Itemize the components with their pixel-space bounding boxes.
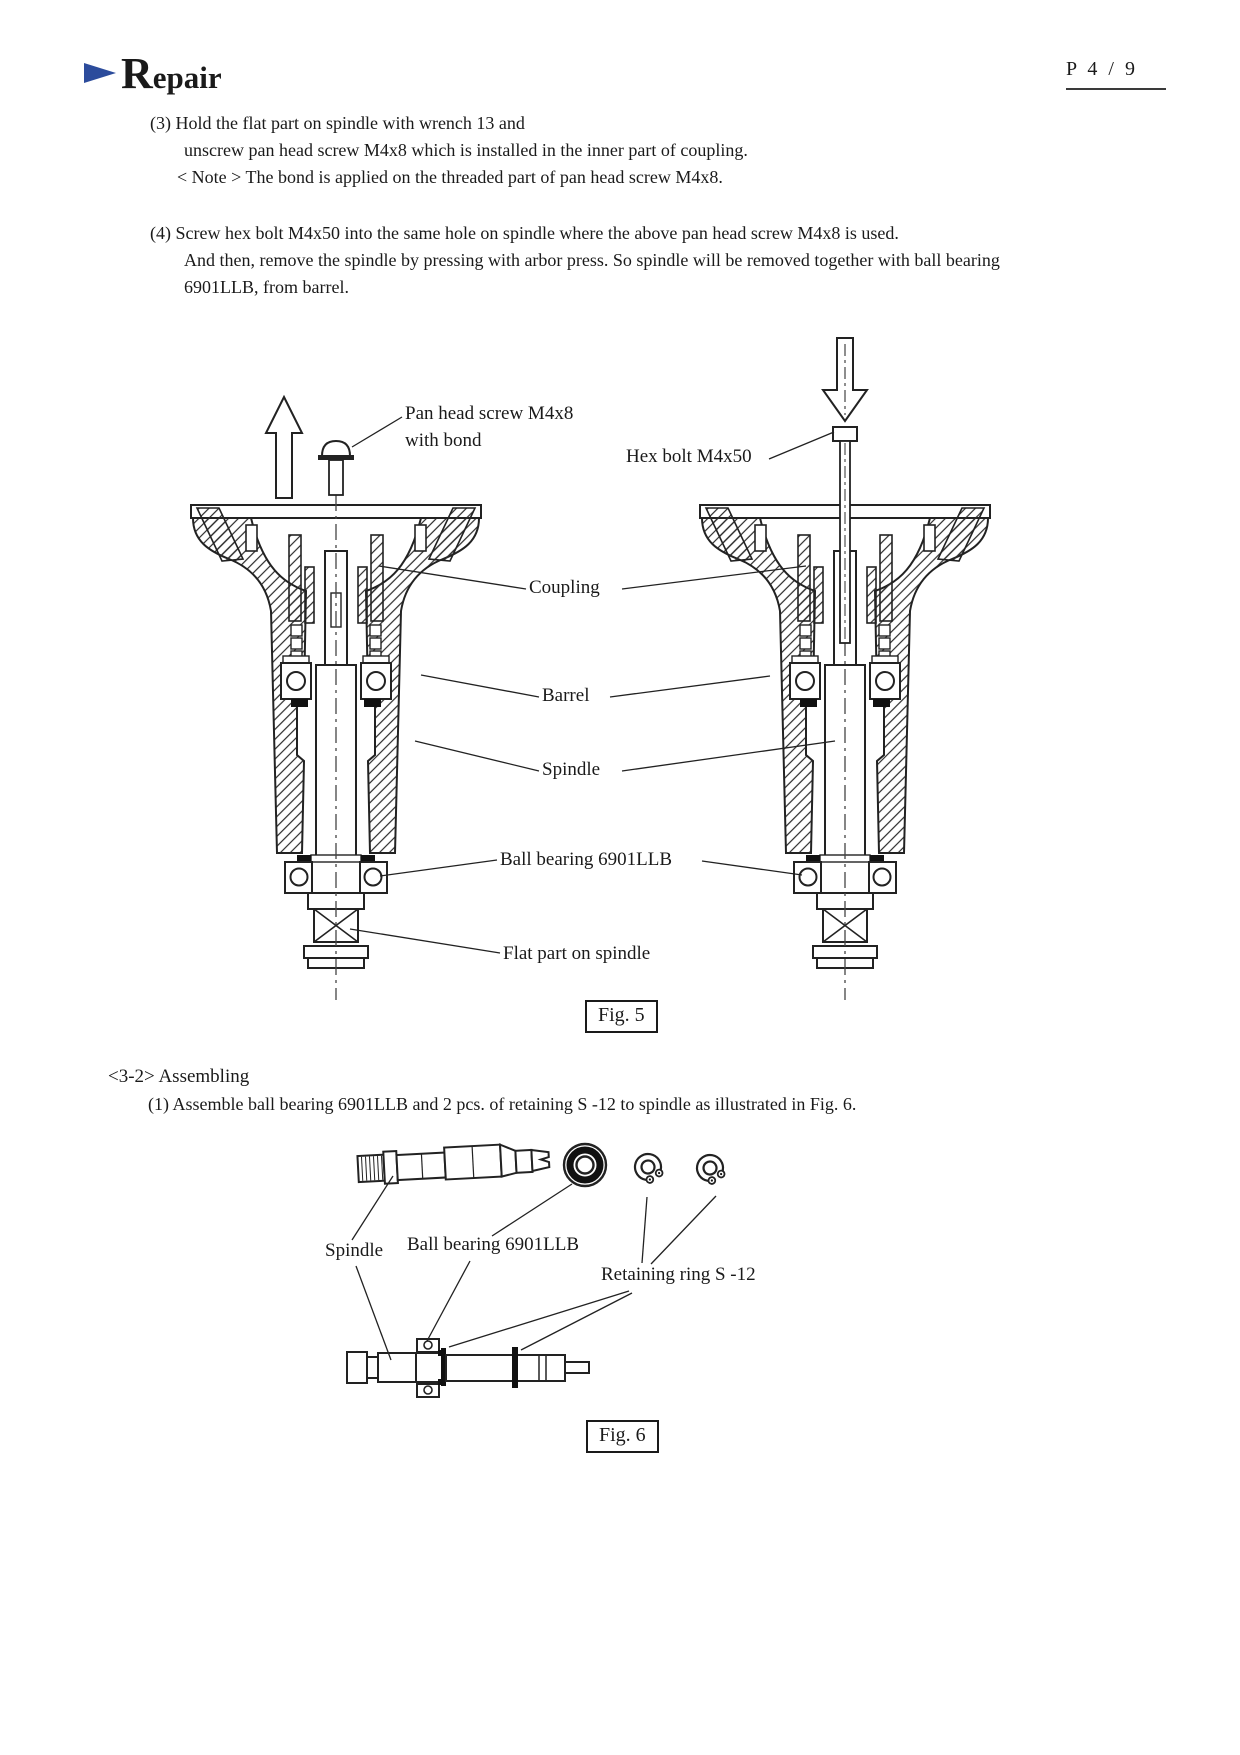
spindle-3d-drawing	[356, 1143, 551, 1185]
ball-bearing-drawing	[562, 1142, 608, 1188]
label-barrel: Barrel	[542, 685, 590, 706]
label-pan-head-screw-line1: Pan head screw M4x8	[405, 403, 574, 424]
label-flat-part: Flat part on spindle	[503, 943, 651, 964]
repair-arrow-icon	[84, 63, 116, 83]
fig6-drawing	[346, 1142, 726, 1398]
label-retaining-ring: Retaining ring S -12	[601, 1264, 756, 1285]
label-spindle-fig5: Spindle	[542, 759, 601, 780]
step3-line3: < Note > The bond is applied on the thre…	[177, 167, 723, 187]
page-number: P 4 / 9	[1066, 58, 1166, 90]
retaining-ring-drawing-2	[695, 1153, 726, 1185]
fig5-drawing	[190, 337, 991, 1001]
page-title-initial: R	[121, 49, 153, 98]
fig6-leader-lines	[351, 1175, 717, 1361]
up-arrow-icon	[264, 394, 304, 499]
step4-line3: 6901LLB, from barrel.	[184, 277, 349, 297]
assembling-step1: (1) Assemble ball bearing 6901LLB and 2 …	[148, 1094, 857, 1114]
step3-line1: (3) Hold the flat part on spindle with w…	[150, 113, 525, 133]
assembled-spindle-drawing	[346, 1338, 590, 1398]
left-cross-section	[190, 494, 482, 1001]
assembling-heading: <3-2> Assembling	[108, 1066, 250, 1087]
label-pan-head-screw-line2: with bond	[405, 430, 482, 451]
label-ball-bearing-fig5: Ball bearing 6901LLB	[500, 849, 673, 870]
retaining-ring-drawing-1	[633, 1152, 664, 1184]
fig6-caption: Fig. 6	[586, 1420, 659, 1453]
step3-line2: unscrew pan head screw M4x8 which is ins…	[184, 140, 748, 160]
step4-line1: (4) Screw hex bolt M4x50 into the same h…	[150, 223, 899, 243]
fig5-leader-lines	[349, 416, 836, 954]
step4-line2: And then, remove the spindle by pressing…	[184, 250, 1000, 270]
label-ball-bearing-fig6: Ball bearing 6901LLB	[407, 1234, 580, 1255]
label-hex-bolt: Hex bolt M4x50	[626, 446, 752, 467]
label-coupling: Coupling	[529, 577, 600, 598]
label-spindle-fig6: Spindle	[325, 1240, 384, 1261]
fig5-caption: Fig. 5	[585, 1000, 658, 1033]
page-title-rest: epair	[152, 60, 222, 95]
hex-bolt-drawing	[832, 426, 858, 644]
pan-head-screw-drawing	[318, 439, 354, 496]
down-arrow-icon	[821, 337, 869, 423]
page-title: Repair	[121, 48, 222, 99]
